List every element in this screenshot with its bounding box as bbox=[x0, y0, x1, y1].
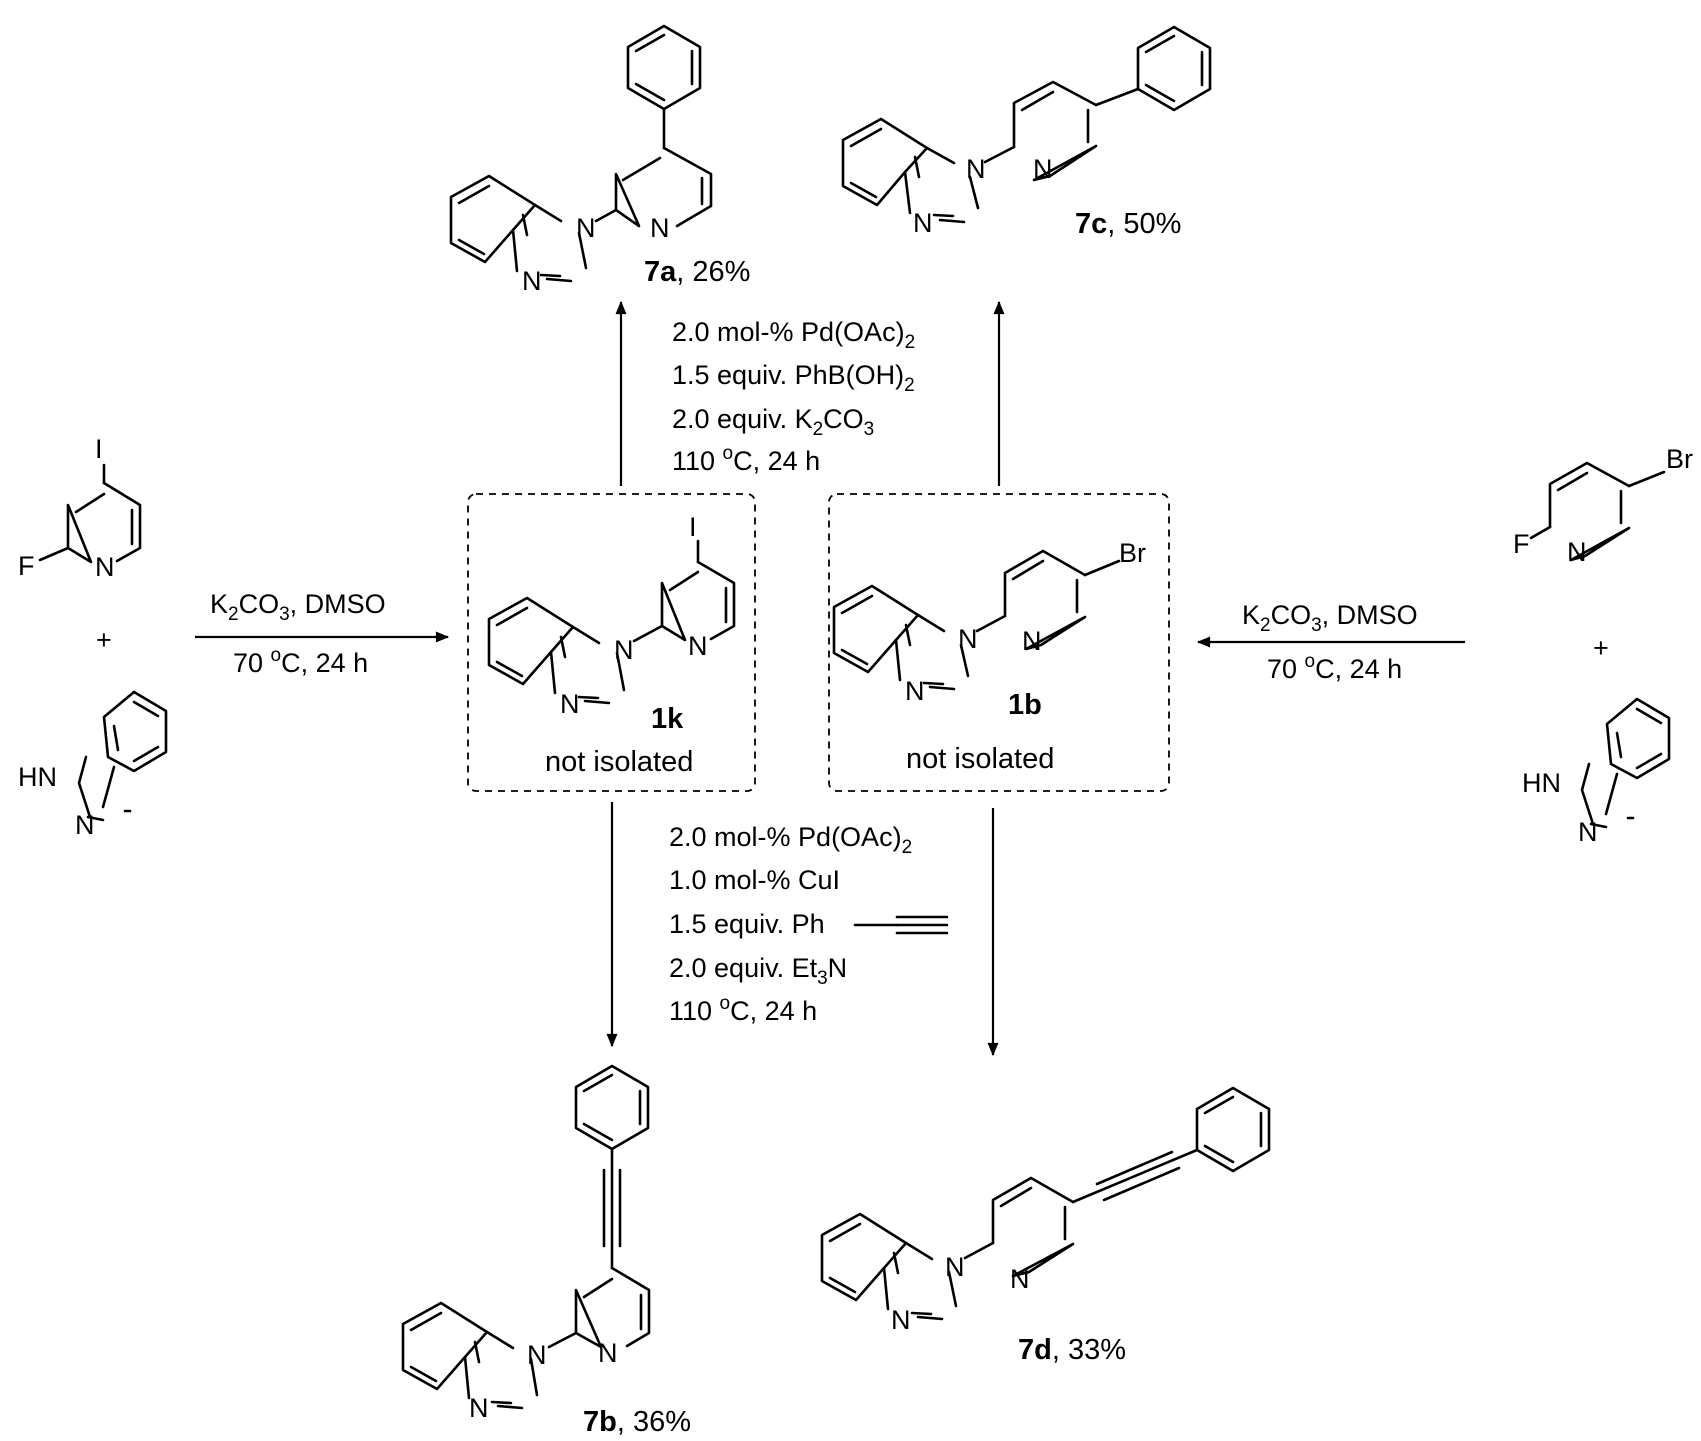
box-intermediate-1k bbox=[467, 493, 756, 792]
starting-material-fluoro-iodopyridine bbox=[38, 463, 142, 564]
sonogashira-conditions-line3: 1.5 equiv. Ph bbox=[669, 909, 825, 939]
compound-7d-structure bbox=[820, 1086, 1271, 1321]
compound-label-7b: 7b, 36% bbox=[583, 1406, 691, 1438]
sonogashira-conditions-line1: 2.0 mol-% Pd(OAc)2 bbox=[669, 822, 912, 858]
atom-br: Br bbox=[1666, 444, 1693, 474]
atom-br: Br bbox=[1119, 538, 1146, 568]
suzuki-conditions-line3: 2.0 equiv. K2CO3 bbox=[672, 404, 874, 440]
compound-label-7c: 7c, 50% bbox=[1075, 208, 1181, 240]
atom-i: I bbox=[689, 512, 697, 542]
atom-n: N bbox=[1022, 626, 1042, 656]
compound-label-7a: 7a, 26% bbox=[644, 256, 750, 288]
atom-f: F bbox=[1513, 529, 1530, 559]
atom-n: N bbox=[958, 624, 978, 654]
atom-n: N bbox=[905, 676, 925, 706]
atom-n: N bbox=[560, 689, 580, 719]
atom-f: F bbox=[18, 551, 35, 581]
atom-n: N bbox=[95, 552, 115, 582]
atom-n: N bbox=[913, 208, 933, 238]
atom-n: N bbox=[522, 266, 542, 296]
suzuki-conditions-line1: 2.0 mol-% Pd(OAc)2 bbox=[672, 317, 915, 353]
compound-7b-structure bbox=[401, 1064, 651, 1410]
conditions-left-line1: K2CO3, DMSO bbox=[210, 589, 386, 625]
atom-n: N bbox=[945, 1252, 965, 1282]
starting-material-benzimidazole bbox=[77, 690, 168, 822]
atom-n: N bbox=[966, 154, 986, 184]
atom-n: N bbox=[1033, 154, 1053, 184]
atom-hn: HN bbox=[18, 762, 57, 792]
compound-label-7d: 7d, 33% bbox=[1018, 1334, 1126, 1366]
conditions-left-line2: 70 oC, 24 h bbox=[233, 645, 368, 678]
plus-sign: + bbox=[1593, 633, 1609, 663]
starting-material-benzimidazole bbox=[1580, 697, 1671, 829]
compound-1b-structure bbox=[832, 549, 1121, 691]
not-isolated-note: not isolated bbox=[906, 743, 1054, 775]
plus-sign: + bbox=[96, 625, 112, 655]
compound-7a-structure bbox=[449, 24, 713, 283]
compound-label-1k: 1k bbox=[651, 703, 684, 735]
atom-i: I bbox=[95, 434, 103, 464]
sonogashira-conditions-line4: 2.0 equiv. Et3N bbox=[669, 953, 847, 989]
alkyne-triple-bond bbox=[853, 915, 949, 935]
conditions-right-line1: K2CO3, DMSO bbox=[1242, 600, 1418, 636]
sonogashira-conditions-line5: 110 oC, 24 h bbox=[669, 993, 817, 1026]
compound-7c-structure bbox=[841, 25, 1212, 224]
atom-n: N bbox=[650, 213, 670, 243]
atom-n: N bbox=[469, 1393, 489, 1423]
atom-n: N bbox=[1010, 1264, 1030, 1294]
atom-n: N bbox=[688, 631, 708, 661]
compound-label-1b: 1b bbox=[1008, 689, 1042, 721]
sonogashira-conditions-line2: 1.0 mol-% CuI bbox=[669, 865, 840, 895]
atom-n: N bbox=[1578, 817, 1598, 847]
atom-n: N bbox=[75, 810, 95, 840]
box-intermediate-1b bbox=[828, 493, 1170, 792]
suzuki-conditions-line4: 110 oC, 24 h bbox=[672, 443, 820, 476]
atom-n: N bbox=[1567, 537, 1587, 567]
atom-n: N bbox=[614, 635, 634, 665]
atom-n: N bbox=[598, 1338, 618, 1368]
atom-hn: HN bbox=[1522, 768, 1561, 798]
atom-n: N bbox=[527, 1340, 547, 1370]
atom-n: N bbox=[891, 1305, 911, 1335]
atom-n: N bbox=[576, 213, 596, 243]
starting-material-bromo-fluoropyridine bbox=[1529, 461, 1666, 562]
conditions-right-line2: 70 oC, 24 h bbox=[1267, 651, 1402, 684]
suzuki-conditions-line2: 1.5 equiv. PhB(OH)2 bbox=[672, 360, 915, 396]
compound-1k-structure bbox=[487, 539, 736, 705]
not-isolated-note: not isolated bbox=[545, 746, 693, 778]
